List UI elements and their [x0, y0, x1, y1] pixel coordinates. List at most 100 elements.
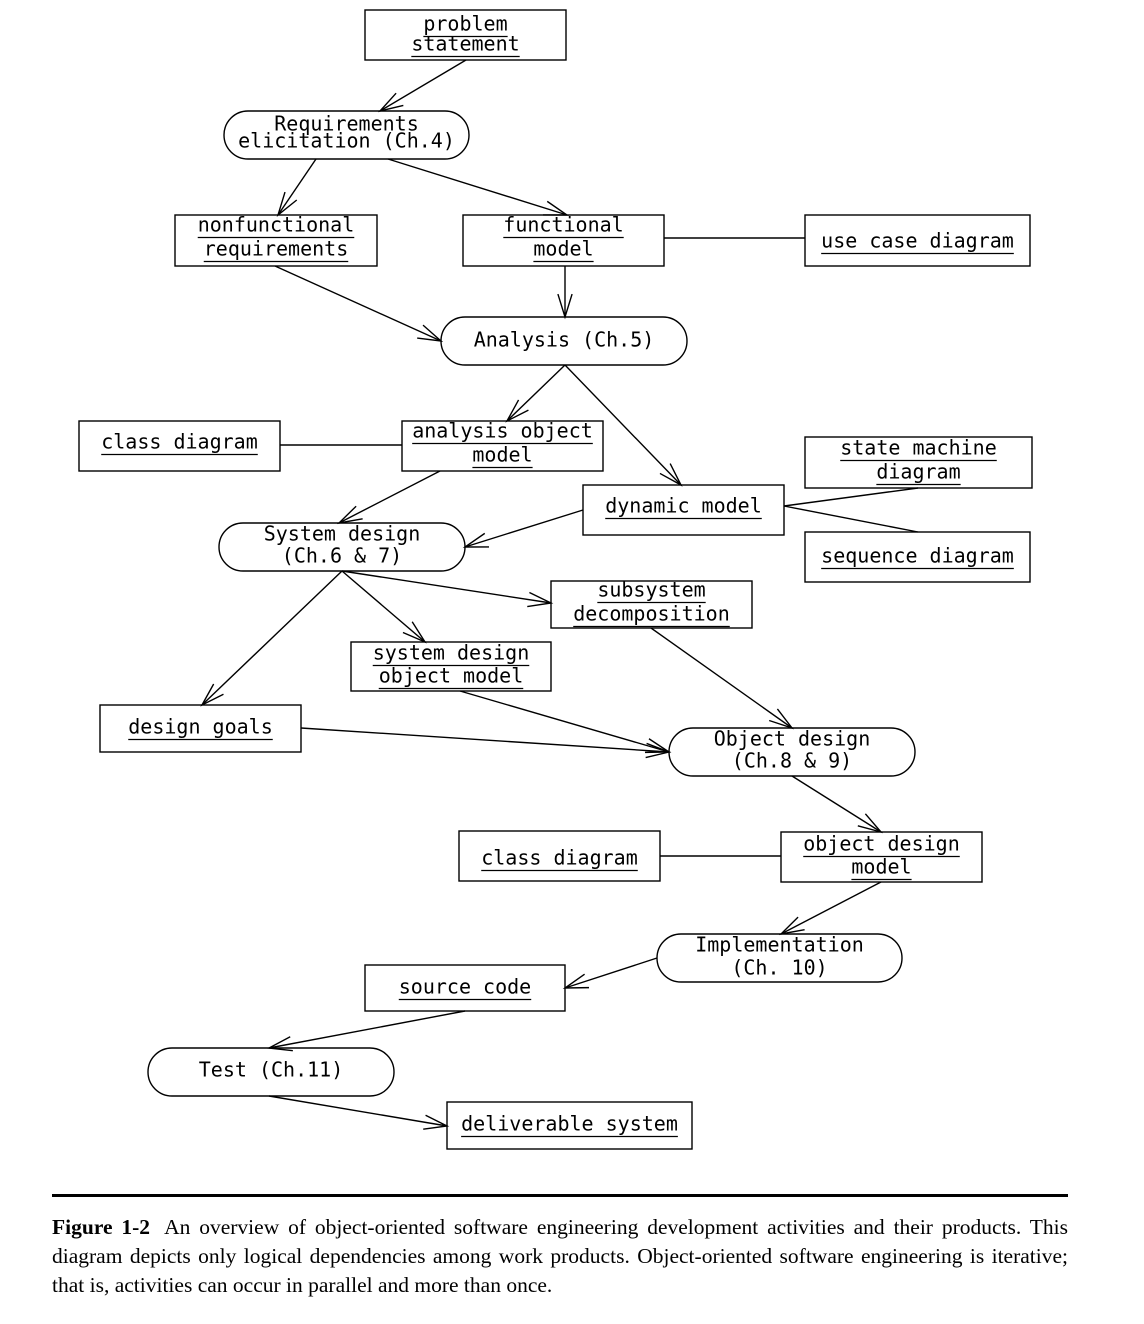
design-goals-label-1: design goals [128, 715, 273, 739]
state-machine-diagram-label-2: diagram [876, 460, 960, 484]
analysis-object-model-label-1: analysis object [412, 419, 593, 443]
flow-arrow [200, 570, 343, 707]
activity-object-design: Object design(Ch.8 & 9) [668, 727, 916, 777]
flow-arrow [505, 364, 566, 423]
object-design-shape [668, 727, 916, 777]
state-machine-diagram-shape [804, 436, 1033, 489]
artifact-use-case-diagram: use case diagram [804, 214, 1031, 267]
subsystem-decomposition-label-1: subsystem [597, 578, 705, 602]
arrowhead [417, 324, 444, 342]
artifact-design-goals: design goals [99, 704, 302, 753]
subsystem-decomposition-shape [550, 580, 753, 629]
problem-statement-shape [364, 9, 567, 61]
flow-arrow [341, 570, 554, 608]
caption-text: An overview of object-oriented software … [52, 1215, 1068, 1297]
caption-rule [52, 1194, 1068, 1197]
flow-arrow [387, 158, 570, 216]
artifact-class-diagram-1: class diagram [78, 420, 281, 472]
flow-arrow [650, 627, 794, 730]
artifact-class-diagram-2: class diagram [458, 830, 661, 882]
dynamic-model-shape [582, 484, 785, 536]
system-design-object-model-shape [350, 641, 552, 692]
system-design-shape [218, 522, 466, 572]
object-design-model-shape [780, 831, 983, 883]
design-goals-shape [99, 704, 302, 753]
test-label-1: Test (Ch.11) [199, 1058, 344, 1082]
system-design-label-1: System design [264, 522, 421, 546]
object-design-model-label-1: object design [803, 832, 960, 856]
flow-arrow [459, 690, 672, 754]
requirements-elicitation-label-2: elicitation (Ch.4) [238, 129, 455, 153]
artifact-sequence-diagram: sequence diagram [804, 531, 1031, 583]
flow-arrow [462, 509, 584, 548]
arrowhead [336, 505, 363, 525]
object-design-model-label-2: model [851, 855, 911, 879]
activity-test: Test (Ch.11) [147, 1047, 395, 1097]
implementation-label-2: (Ch. 10) [731, 956, 827, 980]
flow-arrow [266, 1010, 466, 1052]
implementation-shape [656, 933, 903, 983]
deliverable-system-shape [446, 1101, 693, 1150]
class-diagram-2-shape [458, 830, 661, 882]
activity-implementation: Implementation(Ch. 10) [656, 933, 903, 983]
class-diagram-2-label-1: class diagram [481, 846, 638, 870]
artifact-dynamic-model: dynamic model [582, 484, 785, 536]
dynamic-model-label-1: dynamic model [605, 494, 762, 518]
class-diagram-1-shape [78, 420, 281, 472]
flow-arrow [778, 881, 882, 936]
class-diagram-1-label-1: class diagram [101, 430, 258, 454]
flow-arrow [274, 265, 444, 342]
flow-arrow [276, 158, 317, 217]
flow-arrow [377, 59, 467, 113]
arrowhead [778, 916, 805, 936]
system-design-label-2: (Ch.6 & 7) [282, 544, 402, 568]
flow-arrow [268, 1095, 450, 1130]
system-design-object-model-label-2: object model [379, 664, 524, 688]
source-code-shape [364, 964, 566, 1012]
implementation-label-1: Implementation [695, 933, 864, 957]
activity-analysis: Analysis (Ch.5) [440, 316, 688, 366]
test-shape [147, 1047, 395, 1097]
state-machine-diagram-label-1: state machine [840, 436, 997, 460]
subsystem-decomposition-label-2: decomposition [573, 602, 730, 626]
flow-arrow [336, 470, 441, 525]
analysis-object-model-shape [401, 420, 604, 472]
functional-model-label-2: model [533, 237, 593, 261]
problem-statement-label-1: problem [423, 12, 507, 36]
analysis-shape [440, 316, 688, 366]
flow-arrow [562, 957, 658, 989]
use-case-diagram-label-1: use case diagram [821, 229, 1014, 253]
nonfunctional-requirements-shape [174, 214, 378, 267]
flow-arrow [557, 266, 573, 320]
artifact-deliverable-system: deliverable system [446, 1101, 693, 1150]
object-design-label-1: Object design [714, 727, 871, 751]
requirements-elicitation-label-1: Requirements [274, 112, 419, 136]
problem-statement-label-2: statement [411, 32, 519, 56]
analysis-label-1: Analysis (Ch.5) [474, 328, 655, 352]
requirements-elicitation-shape [223, 110, 470, 160]
system-design-object-model-label-1: system design [373, 641, 530, 665]
deliverable-system-label-1: deliverable system [461, 1112, 678, 1136]
activity-system-design: System design(Ch.6 & 7) [218, 522, 466, 572]
flow-arrow [791, 775, 884, 834]
use-case-diagram-shape [804, 214, 1031, 267]
sequence-diagram-label-1: sequence diagram [821, 544, 1014, 568]
source-code-label-1: source code [399, 975, 531, 999]
sequence-diagram-shape [804, 531, 1031, 583]
nonfunctional-requirements-label-1: nonfunctional [198, 213, 355, 237]
association-line [783, 487, 919, 507]
artifact-source-code: source code [364, 964, 566, 1012]
functional-model-shape [462, 214, 665, 267]
analysis-object-model-label-2: model [472, 443, 532, 467]
